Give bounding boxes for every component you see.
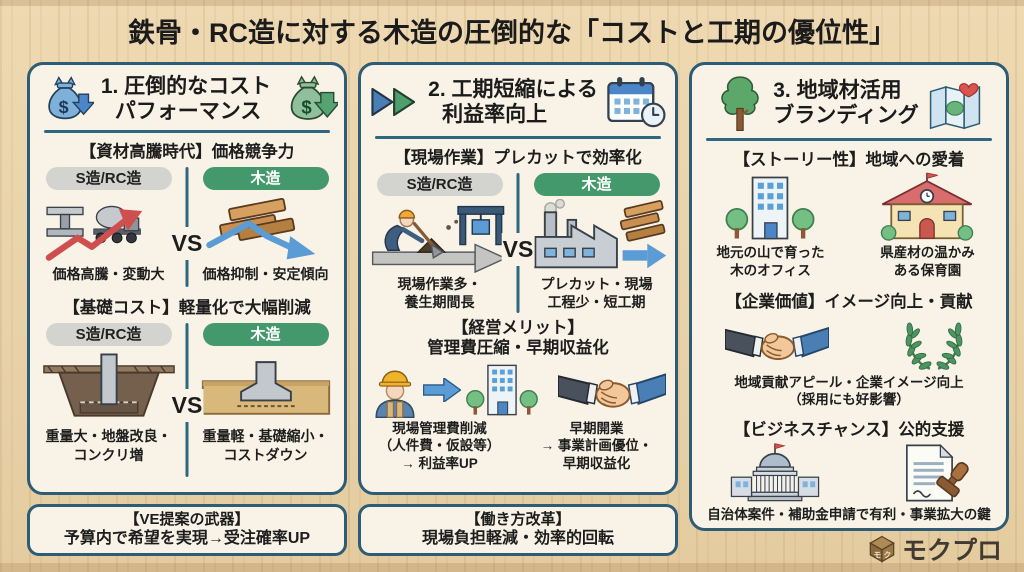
column-schedule: 2. 工期短縮による 利益率向上 【現場作 [358, 62, 678, 556]
wood-pill: 木造 [202, 167, 329, 191]
story-icons-row [692, 172, 1006, 242]
steel-pill: S造/RC造 [376, 173, 503, 196]
sitework-vs-section: VS S造/RC造 [361, 169, 675, 315]
nursery-caption: 県産材の温かみ ある保育園 [880, 245, 975, 278]
office-caption: 地元の山で育った 木のオフィス [716, 245, 825, 278]
shallow-foundation-icon [201, 361, 330, 416]
wood-caption: 重量軽・基礎縮小・ コストダウン [202, 428, 329, 463]
svg-text:ク: ク [884, 549, 892, 559]
early-open-caption: 早期開業 → 事業計画優位・ 早期収益化 [540, 420, 653, 472]
steel-pill: S造/RC造 [45, 323, 172, 347]
brand-logo: モ ク モクプロ [867, 531, 1002, 567]
wood-pill: 木造 [533, 173, 660, 196]
wood-side: 木造 重量軽・基礎縮小・ コストダウン [187, 323, 344, 479]
schedule-card: 2. 工期短縮による 利益率向上 【現場作 [358, 62, 678, 495]
vs-label: VS [170, 389, 204, 423]
calendar-clock-icon [607, 77, 666, 128]
wood-side: 木造 価格抑制・安定傾向 [187, 167, 344, 289]
column-cost: $ 1. 圧倒的なコスト パフォーマンス $ 【資材高騰時代】価格競争力 [27, 62, 347, 556]
handshake-icon [725, 326, 829, 360]
branding-card-header: 3. 地域材活用 ブランディング [692, 65, 1006, 135]
cost-cut-group [370, 362, 540, 418]
management-captions: 現場管理費削減 （人件費・仮設等） → 利益率UP 早期開業 → 事業計画優位・… [361, 420, 675, 473]
public-support-icons-row [692, 442, 1006, 504]
brand-logo-text: モクプロ [901, 537, 1002, 565]
sitework-heading: 【現場作業】プレカットで効率化 [394, 149, 642, 167]
business-chance-heading: 【ビジネスチャンス】公的支援 [733, 421, 965, 440]
money-bag-down-blue-icon: $ [48, 76, 94, 120]
story-heading: 【ストーリー性】地域への愛着 [733, 151, 965, 169]
cost-card: $ 1. 圧倒的なコスト パフォーマンス $ 【資材高騰時代】価格競争力 [27, 62, 347, 495]
header-divider [44, 130, 330, 134]
steel-side: S造/RC造 重量大・地盤改良・ コンクリ増 [30, 323, 187, 479]
branding-card: 3. 地域材活用 ブランディング 【ストーリー性】地域への愛着 [689, 62, 1009, 531]
summary-box-workstyle: 【働き方改革】 現場負担軽減・効率的回転 [358, 504, 678, 556]
branding-card-title: 3. 地域材活用 ブランディング [773, 78, 919, 127]
steel-side: S造/RC造 [361, 173, 518, 315]
steel-caption: 現場作業多・ 養生期間長 [397, 276, 482, 311]
government-building-icon [730, 443, 819, 502]
schedule-card-header: 2. 工期短縮による 利益率向上 [361, 65, 675, 133]
vs-label: VS [170, 227, 204, 261]
deep-foundation-icon [42, 353, 175, 418]
office-building-icon [466, 364, 538, 415]
wood-side: 木造 [518, 173, 675, 315]
map-heart-icon [929, 83, 980, 130]
corporate-caption: 地域貢献アピール・企業イメージ向上 （採用にも好影響） [734, 374, 964, 408]
steel-caption: 重量大・地盤改良・ コンクリ増 [45, 428, 172, 463]
foundation-cost-heading: 【基礎コスト】軽量化で大幅削減 [63, 299, 311, 318]
vs-label: VS [501, 233, 535, 266]
steel-pill: S造/RC造 [45, 167, 172, 191]
svg-text:モ: モ [874, 550, 882, 559]
header-divider [375, 136, 661, 139]
steel-caption: 価格高騰・変動大 [52, 266, 165, 283]
cost-card-header: $ 1. 圧倒的なコスト パフォーマンス $ [30, 65, 344, 127]
laurel-wreath-icon [903, 321, 965, 372]
wood-pill: 木造 [202, 323, 329, 347]
management-icons-row [361, 362, 675, 418]
svg-text:$: $ [302, 96, 313, 117]
corporate-icons-row [692, 314, 1006, 372]
wood-cube-logo-icon: モ ク [869, 535, 895, 563]
steel-mixer-rising-arrow-icon [45, 206, 142, 262]
wood-caption: 価格抑制・安定傾向 [202, 266, 329, 283]
kindergarten-icon [880, 172, 973, 241]
cost-card-title: 1. 圧倒的なコスト パフォーマンス [100, 75, 272, 124]
story-captions: 地元の山で育った 木のオフィス 県産材の温かみ ある保育園 [692, 244, 1006, 280]
money-bag-down-green-icon: $ [290, 75, 339, 121]
header-divider [706, 138, 992, 141]
corporate-value-heading: 【企業価値】イメージ向上・貢献 [725, 292, 973, 311]
tree-icon [721, 76, 759, 132]
steel-side: S造/RC造 [30, 167, 187, 289]
handshake-icon [558, 372, 666, 408]
site-work-icon [371, 205, 507, 273]
schedule-card-title: 2. 工期短縮による 利益率向上 [428, 77, 598, 126]
management-heading: 【経営メリット】 管理費圧縮・早期収益化 [427, 319, 609, 357]
wood-caption: プレカット・現場 工程少・短工期 [540, 276, 653, 311]
arrow-right-icon [423, 377, 461, 402]
material-vs-section: VS S造/RC造 [30, 163, 344, 289]
column-branding: 3. 地域材活用 ブランディング 【ストーリー性】地域への愛着 [689, 62, 1009, 556]
material-cost-heading: 【資材高騰時代】価格競争力 [79, 143, 295, 162]
fast-forward-icon [371, 87, 416, 117]
columns-container: $ 1. 圧倒的なコスト パフォーマンス $ 【資材高騰時代】価格競争力 [27, 62, 1009, 556]
site-worker-icon [375, 370, 415, 418]
stamped-document-icon [905, 444, 969, 502]
lumber-declining-arrow-icon [205, 198, 315, 260]
public-support-caption: 自治体案件・補助金申請で有利・事業拡大の鍵 [707, 507, 991, 523]
cost-cut-caption: 現場管理費削減 （人件費・仮設等） → 利益率UP [378, 420, 501, 472]
svg-text:$: $ [58, 97, 68, 117]
page-title: 鉄骨・RC造に対する木造の圧倒的な「コストと工期の優位性」 [128, 18, 896, 48]
summary-box-ve: 【VE提案の武器】 予算内で希望を実現→受注確率UP [27, 504, 347, 556]
foundation-vs-section: VS S造/RC造 重量大・地盤改良・ [30, 319, 344, 479]
precut-factory-icon [533, 199, 666, 269]
wood-office-icon [725, 176, 814, 240]
